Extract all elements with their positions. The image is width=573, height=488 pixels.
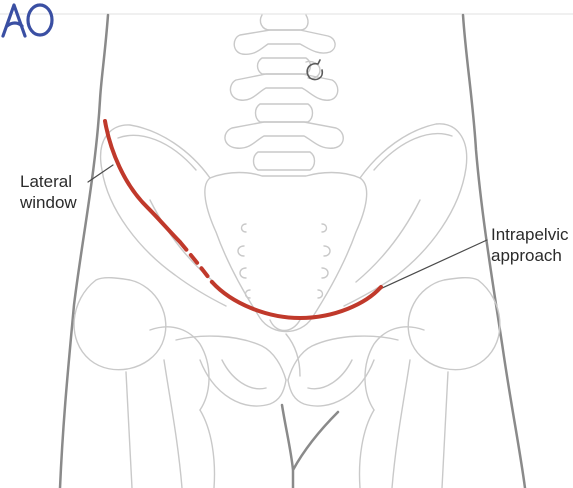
thigh-seam	[282, 405, 338, 488]
intrapelvic-leader	[380, 240, 487, 289]
sacrum	[205, 173, 367, 332]
lateral-window-label-line1: Lateral	[20, 171, 77, 192]
lateral-window-label: Lateral window	[20, 171, 77, 213]
intrapelvic-approach-label-line1: Intrapelvic	[491, 224, 568, 245]
intrapelvic-approach-label-line2: approach	[491, 245, 568, 266]
body-outline-left	[60, 15, 108, 488]
ao-logo: AO	[0, 0, 56, 40]
hip-joints	[74, 278, 500, 488]
lumbar-spine	[225, 15, 343, 170]
incision-dashed-segment	[180, 242, 212, 282]
lateral-window-label-line2: window	[20, 192, 77, 213]
intrapelvic-approach-label: Intrapelvic approach	[491, 224, 568, 266]
